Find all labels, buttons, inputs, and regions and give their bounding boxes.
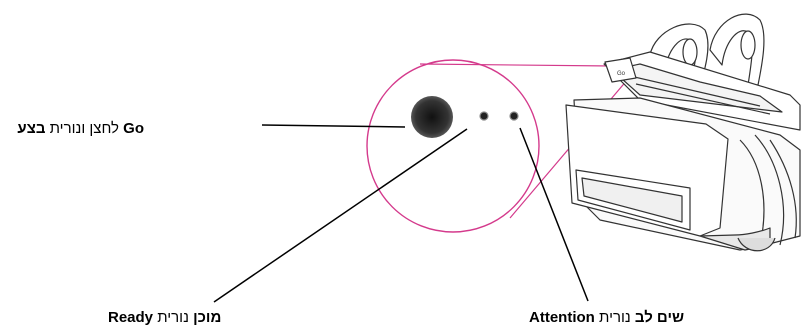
ready-led-icon [479,111,489,121]
label-go-hebrew-bold: בצע [17,120,46,137]
label-ready-hebrew: נורית [157,309,189,326]
callout-circle [366,59,540,233]
label-go-english: Go [123,120,144,137]
label-go-button: לחצן ונורית בצע Go [17,120,144,138]
leader-line-go [261,124,406,128]
attention-led-icon [509,111,519,121]
label-ready-english: Ready [108,309,154,326]
label-attention-hebrew-bold: שים לב [634,309,685,326]
printer-illustration: Go [565,13,801,252]
label-go-hebrew: לחצן ונורית [49,120,119,137]
go-button-icon [411,96,453,138]
panel-label: Go [617,71,626,77]
callout-line-top [419,63,613,67]
label-attention-led: Attention שים לב נורית [529,309,684,327]
label-ready-hebrew-bold: מוכן [193,309,222,326]
leader-line-ready [213,128,468,303]
leader-line-attention [519,127,589,302]
label-attention-english: Attention [529,309,595,326]
label-ready-led: Ready מוכן נורית [108,309,221,327]
label-attention-hebrew: נורית [599,309,631,326]
